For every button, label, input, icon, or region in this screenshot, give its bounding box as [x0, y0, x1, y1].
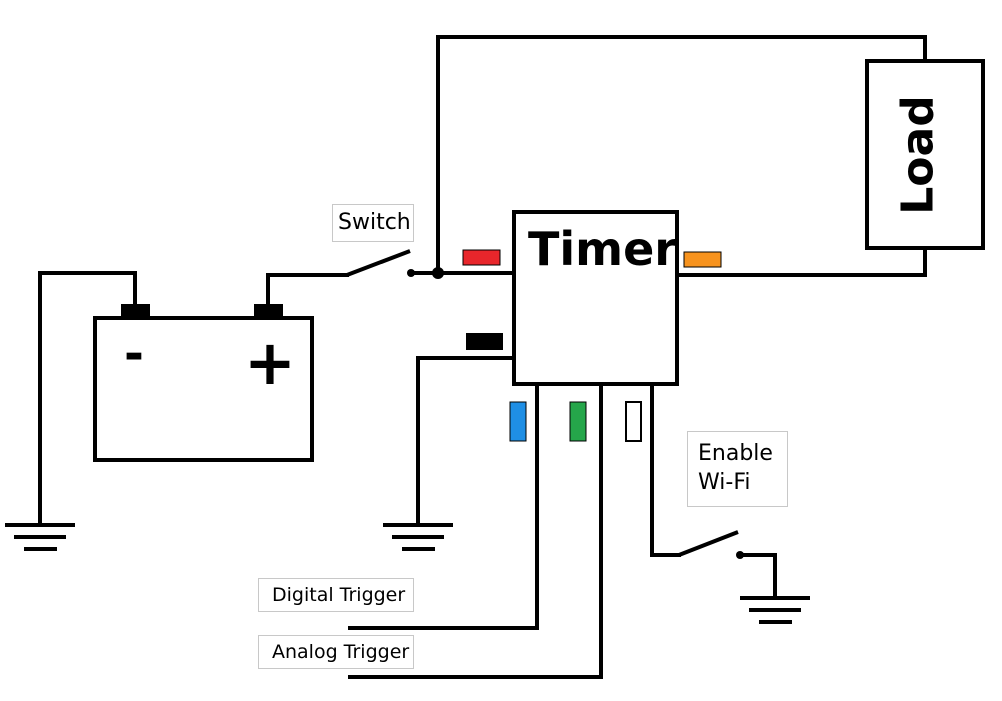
ground-symbol-wifi [740, 596, 810, 624]
wire-timer-to-load [676, 246, 927, 277]
battery-positive-terminal [254, 304, 283, 318]
wire-timer-ground [416, 356, 515, 525]
junction-dot [432, 267, 444, 279]
wire-digital-trigger [348, 383, 539, 630]
wire-battery-negative [38, 271, 137, 525]
wire-wifi-enable [650, 383, 681, 557]
digital-trigger-label: Digital Trigger [258, 578, 414, 612]
wire-top-loop [436, 35, 927, 275]
wifi-label-line2: Wi-Fi [698, 470, 751, 495]
ground-symbol-timer [383, 523, 453, 551]
switch-contact [407, 269, 415, 277]
switch-lever [346, 249, 411, 277]
terminal-green [569, 401, 587, 442]
switch-label: Switch [332, 204, 414, 242]
load-box [865, 59, 985, 250]
terminal-blue [509, 401, 527, 442]
terminal-red [462, 249, 501, 266]
battery-body [93, 316, 314, 462]
battery-negative-label: - [124, 326, 144, 382]
timer-label: Timer [528, 222, 677, 276]
timer-box [512, 210, 679, 386]
wifi-label: Enable Wi-Fi [687, 431, 788, 507]
load-label: Load [892, 95, 944, 215]
ground-symbol-battery [5, 523, 75, 551]
wifi-label-line1: Enable [698, 441, 773, 466]
terminal-white [625, 401, 642, 442]
wire-battery-positive [266, 273, 349, 306]
terminal-black [466, 333, 503, 350]
wire-analog-trigger [348, 383, 603, 679]
wifi-switch-lever [678, 530, 739, 557]
battery-positive-label: + [244, 326, 296, 399]
terminal-orange [683, 251, 722, 268]
wire-wifi-ground [740, 553, 777, 598]
analog-trigger-label: Analog Trigger [258, 635, 414, 669]
wifi-switch-contact [736, 551, 744, 559]
battery-negative-terminal [121, 304, 150, 318]
